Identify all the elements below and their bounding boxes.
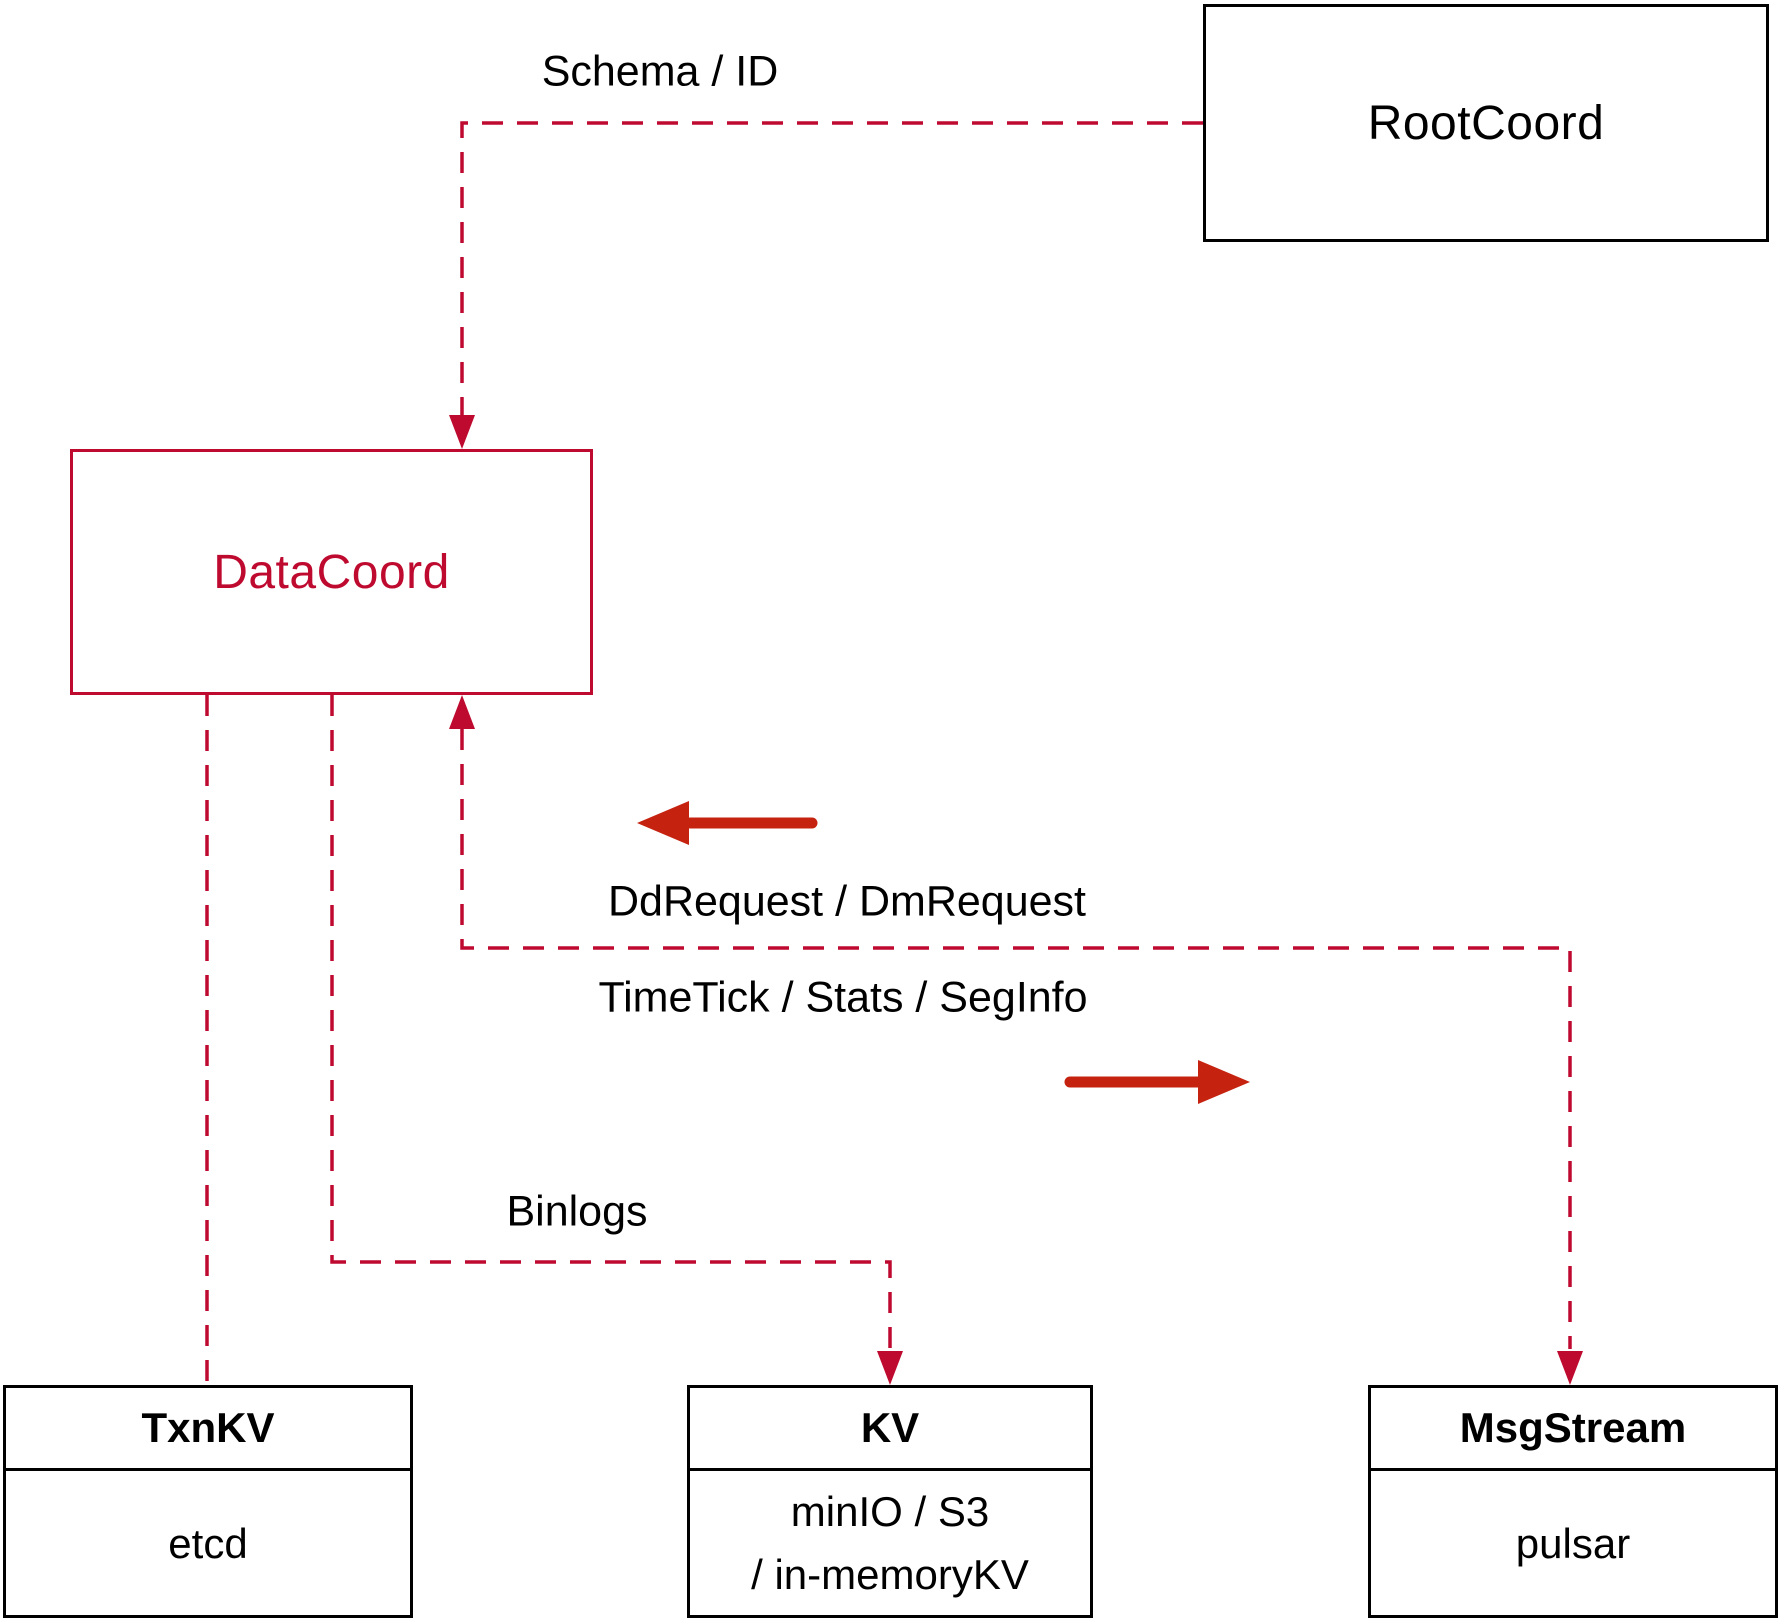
edge-dd-dm-arrowhead-up <box>449 695 475 729</box>
edge-schema-id-arrowhead <box>449 415 475 449</box>
edge-label-timetick-stats-seginfo: TimeTick / Stats / SegInfo <box>598 973 1088 1022</box>
node-txnkv: TxnKV etcd <box>3 1385 413 1618</box>
direction-arrow-right-head <box>1198 1060 1250 1104</box>
edge-label-dd-dm-request: DdRequest / DmRequest <box>608 877 1086 926</box>
node-msgstream: MsgStream pulsar <box>1368 1385 1778 1618</box>
edge-dd-dm-arrowhead-down <box>1557 1351 1583 1385</box>
node-txnkv-title: TxnKV <box>6 1388 410 1471</box>
edge-label-schema-id: Schema / ID <box>541 47 779 96</box>
node-datacoord-label: DataCoord <box>213 545 450 599</box>
node-msgstream-title: MsgStream <box>1371 1388 1775 1471</box>
direction-arrow-left-head <box>637 801 689 845</box>
node-rootcoord-label: RootCoord <box>1367 96 1605 150</box>
edge-dd-dm-line <box>460 729 1572 1349</box>
node-kv-title: KV <box>690 1388 1090 1471</box>
edge-binlogs-line <box>330 695 892 1349</box>
node-kv: KV minIO / S3 / in-memoryKV <box>687 1385 1093 1618</box>
node-datacoord: DataCoord <box>70 449 593 695</box>
edge-binlogs-arrowhead <box>877 1351 903 1385</box>
node-kv-body-line1: minIO / S3 <box>790 1488 990 1535</box>
edge-label-binlogs: Binlogs <box>506 1187 648 1236</box>
node-txnkv-body: etcd <box>168 1519 248 1567</box>
node-kv-body-line2: / in-memoryKV <box>751 1551 1029 1598</box>
edge-schema-id-line <box>460 121 1203 415</box>
node-rootcoord: RootCoord <box>1203 4 1769 242</box>
node-msgstream-body: pulsar <box>1515 1519 1631 1567</box>
